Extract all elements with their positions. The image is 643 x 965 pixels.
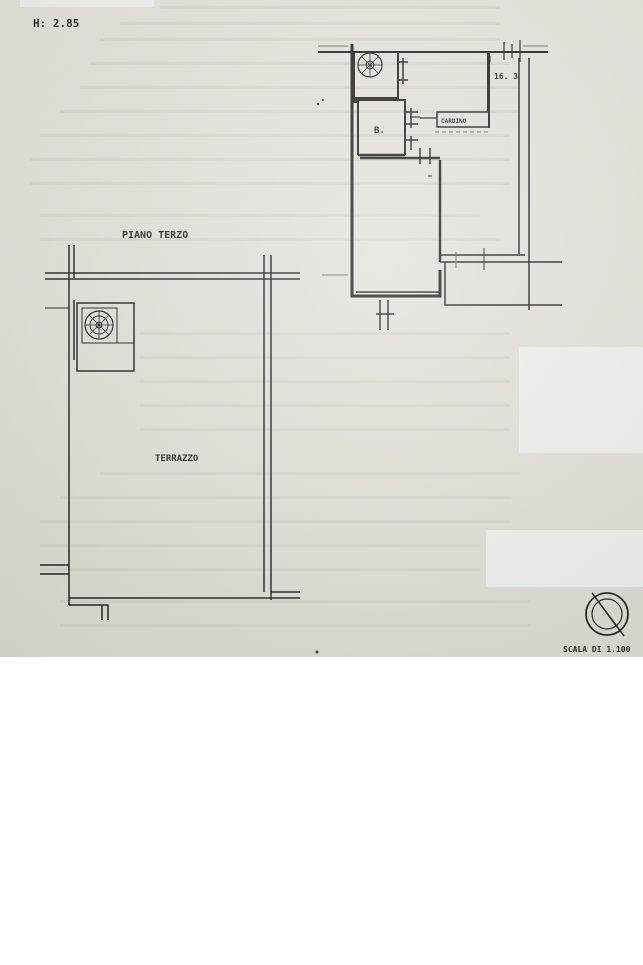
terrace-label: TERRAZZO [155,454,199,464]
background-text-shadow [30,6,530,627]
upper-floor-plan: B. CARDINO 16. 3 [316,40,562,330]
redaction-patch [486,530,643,587]
spiral-staircase-upper [357,52,383,78]
room-b-label: B. [374,126,385,136]
lower-floor-plan: PIANO TERZO TERRAZZO [40,230,319,654]
closet-label: CARDINO [441,118,467,125]
floor-title: PIANO TERZO [122,230,188,241]
paper-edge [20,0,154,7]
room-number-label: 16. 3 [494,72,518,81]
redaction-patch [519,347,643,453]
north-arrow-icon [585,592,629,637]
floor-plan-drawing: H: 2.85 B [30,6,631,654]
scale-label: SCALA DI 1.100 [563,645,631,654]
scanned-plan-sheet: H: 2.85 B [0,0,643,657]
spiral-staircase-lower [84,310,114,340]
height-label: H: 2.85 [33,17,79,30]
blank-area [0,657,643,965]
